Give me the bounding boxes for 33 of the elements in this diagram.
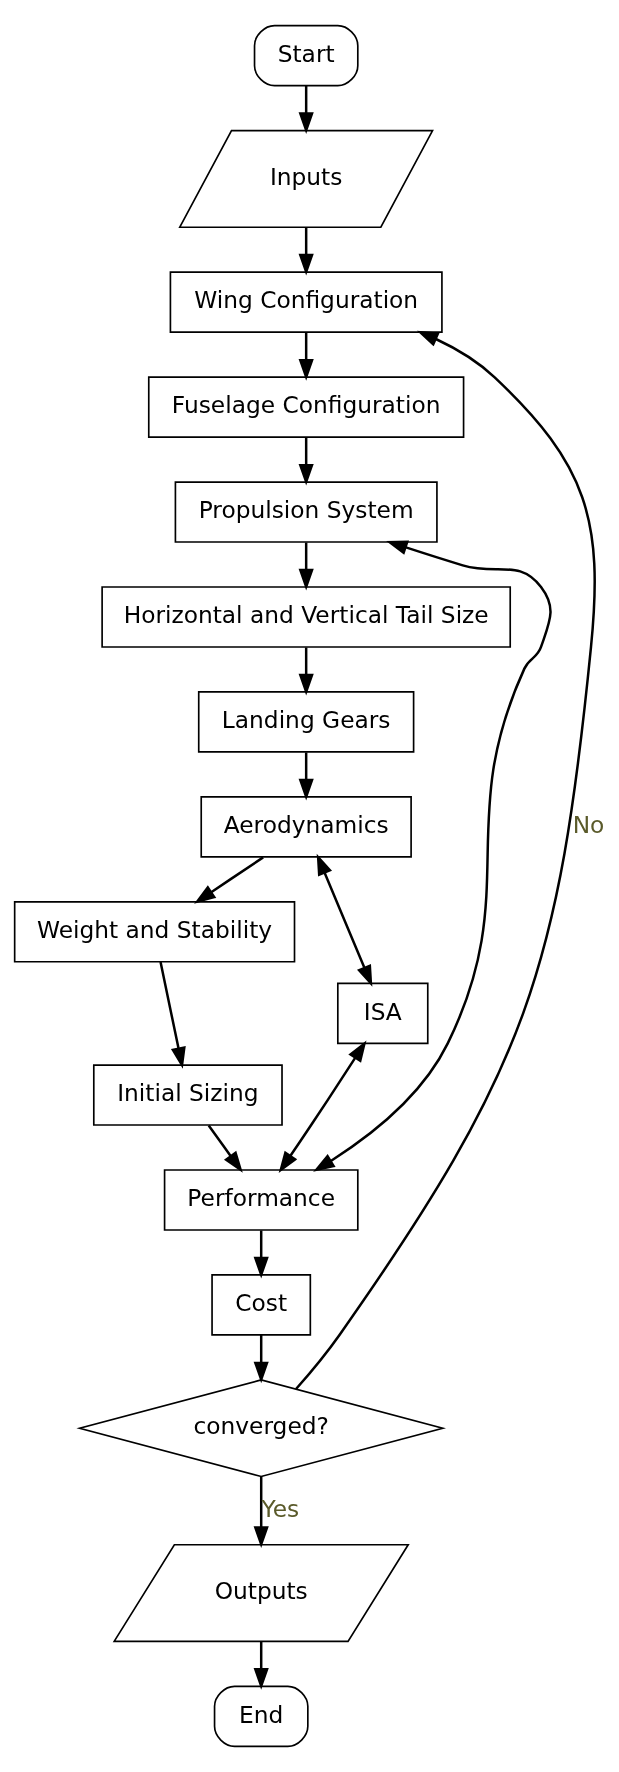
node-box: Aerodynamics [200, 796, 412, 858]
node-box: Fuselage Configuration [147, 376, 465, 438]
edge-label: No [572, 811, 605, 839]
arrow [313, 540, 552, 1172]
arrow [194, 856, 264, 904]
arrow [159, 961, 186, 1069]
arrow [278, 1040, 367, 1173]
arrow [298, 542, 314, 591]
node-box: Propulsion System [174, 481, 438, 543]
arrow [298, 752, 314, 801]
node-box: Wing Configuration [169, 271, 443, 333]
arrow [253, 1335, 269, 1384]
arrow [316, 853, 373, 987]
node-box: Weight and Stability [13, 901, 296, 963]
node-box: Cost [211, 1274, 312, 1336]
arrow [298, 647, 314, 696]
node-box: Horizontal and Vertical Tail Size [101, 586, 512, 648]
arrow [295, 330, 596, 1390]
arrow [253, 1476, 269, 1549]
arrow [253, 1230, 269, 1279]
arrow [253, 1641, 269, 1690]
arrow [298, 332, 314, 381]
arrow [298, 227, 314, 276]
node-box: Start [253, 24, 359, 87]
node-box: ISA [337, 982, 429, 1045]
arrow [298, 437, 314, 486]
node-diamond: converged? [76, 1379, 446, 1478]
node-box: End [213, 1685, 309, 1748]
node-box: Performance [163, 1169, 359, 1231]
node-box: Landing Gears [197, 691, 415, 753]
arrow [298, 85, 314, 135]
node-box: Initial Sizing [92, 1064, 283, 1126]
arrow [207, 1124, 243, 1173]
